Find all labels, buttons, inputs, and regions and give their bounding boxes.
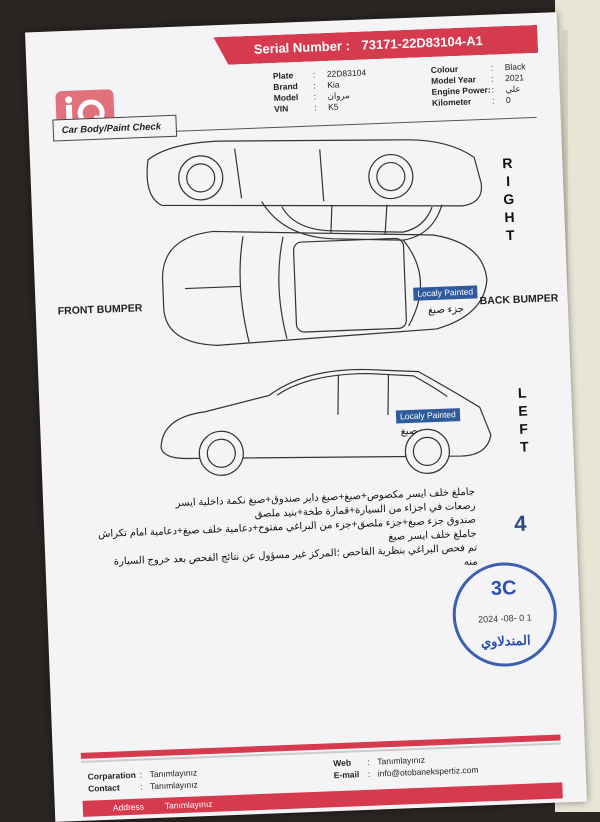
paint-tag: Localy Painted xyxy=(413,285,478,301)
inspection-notes: جاملغ خلف ايسر مكصوص+صبغ+صبغ داير صندوق+… xyxy=(95,486,478,585)
stamp-code: 3C xyxy=(490,577,517,601)
car-top-view xyxy=(161,230,488,346)
damage-count: 4 xyxy=(513,510,527,537)
car-diagrams xyxy=(146,139,492,476)
inspector-stamp: 3C 2024 -08- 0 1 المندلاوي xyxy=(450,560,559,669)
paint-note: جزء صبغ xyxy=(427,303,465,317)
stamp-date: 2024 -08- 0 1 xyxy=(477,612,532,625)
paint-note: صبغ xyxy=(400,425,418,438)
car-left-view xyxy=(160,368,492,476)
inspection-sheet: Serial Number : 73171-22D83104-A1 Plate:… xyxy=(25,12,587,822)
stamp-name: المندلاوي xyxy=(480,632,531,650)
footer-left: Corparation:Tanımlayınız Contact:Tanımla… xyxy=(87,767,198,794)
left-label: L E F T xyxy=(517,384,529,455)
web-link[interactable]: Tanımlayınız xyxy=(377,754,426,767)
footer-right: Web:Tanımlayınız E-mail:info@otobanekspe… xyxy=(333,754,479,781)
car-right-view xyxy=(146,139,483,241)
email-link[interactable]: info@otobanekspertiz.com xyxy=(377,764,479,779)
paint-tag: Localy Painted xyxy=(395,408,461,424)
